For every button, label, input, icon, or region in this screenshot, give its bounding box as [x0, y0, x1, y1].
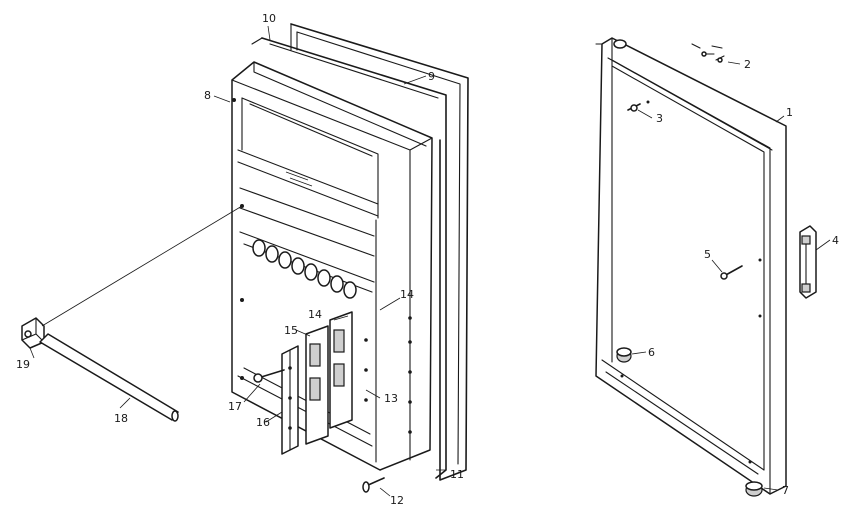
shelf-bumps: [252, 239, 357, 299]
label-14-upper: 14: [400, 288, 414, 301]
label-9: 9: [428, 70, 435, 83]
part-labels: 10 9 8 11 12 13 14 14 15 16 17 18 19 2 3…: [16, 12, 839, 507]
outer-door-shell: [595, 37, 787, 495]
label-11: 11: [450, 468, 464, 481]
door-gasket: [290, 23, 469, 481]
connector-wire: [41, 205, 243, 327]
screw: [362, 477, 385, 493]
clip-3: [627, 103, 641, 112]
door-panel: [251, 37, 447, 479]
label-1: 1: [786, 106, 793, 119]
label-7: 7: [782, 484, 789, 497]
label-8: 8: [204, 89, 211, 102]
label-13: 13: [384, 392, 398, 405]
side-handle: [799, 225, 817, 299]
label-16: 16: [256, 416, 270, 429]
door-handle: [281, 345, 299, 455]
label-19: 19: [16, 358, 30, 371]
bracket-19: [21, 317, 45, 349]
leader-lines: [29, 25, 831, 497]
label-12: 12: [390, 494, 404, 507]
label-5: 5: [704, 248, 711, 261]
label-2: 2: [744, 58, 751, 71]
top-screws: [691, 43, 725, 63]
rod-18: [39, 333, 179, 422]
label-14-lower: 14: [308, 308, 322, 321]
label-6: 6: [648, 346, 655, 359]
shelf-retainer-assembly: [305, 311, 353, 445]
foot-7: [745, 481, 763, 497]
label-4: 4: [832, 234, 839, 247]
label-15: 15: [284, 324, 298, 337]
hinge-pin: [253, 369, 285, 383]
label-3: 3: [656, 112, 663, 125]
label-10: 10: [262, 12, 276, 25]
label-18: 18: [114, 412, 128, 425]
screw-5: [720, 265, 743, 280]
bumper-6: [616, 347, 632, 363]
label-17: 17: [228, 400, 242, 413]
